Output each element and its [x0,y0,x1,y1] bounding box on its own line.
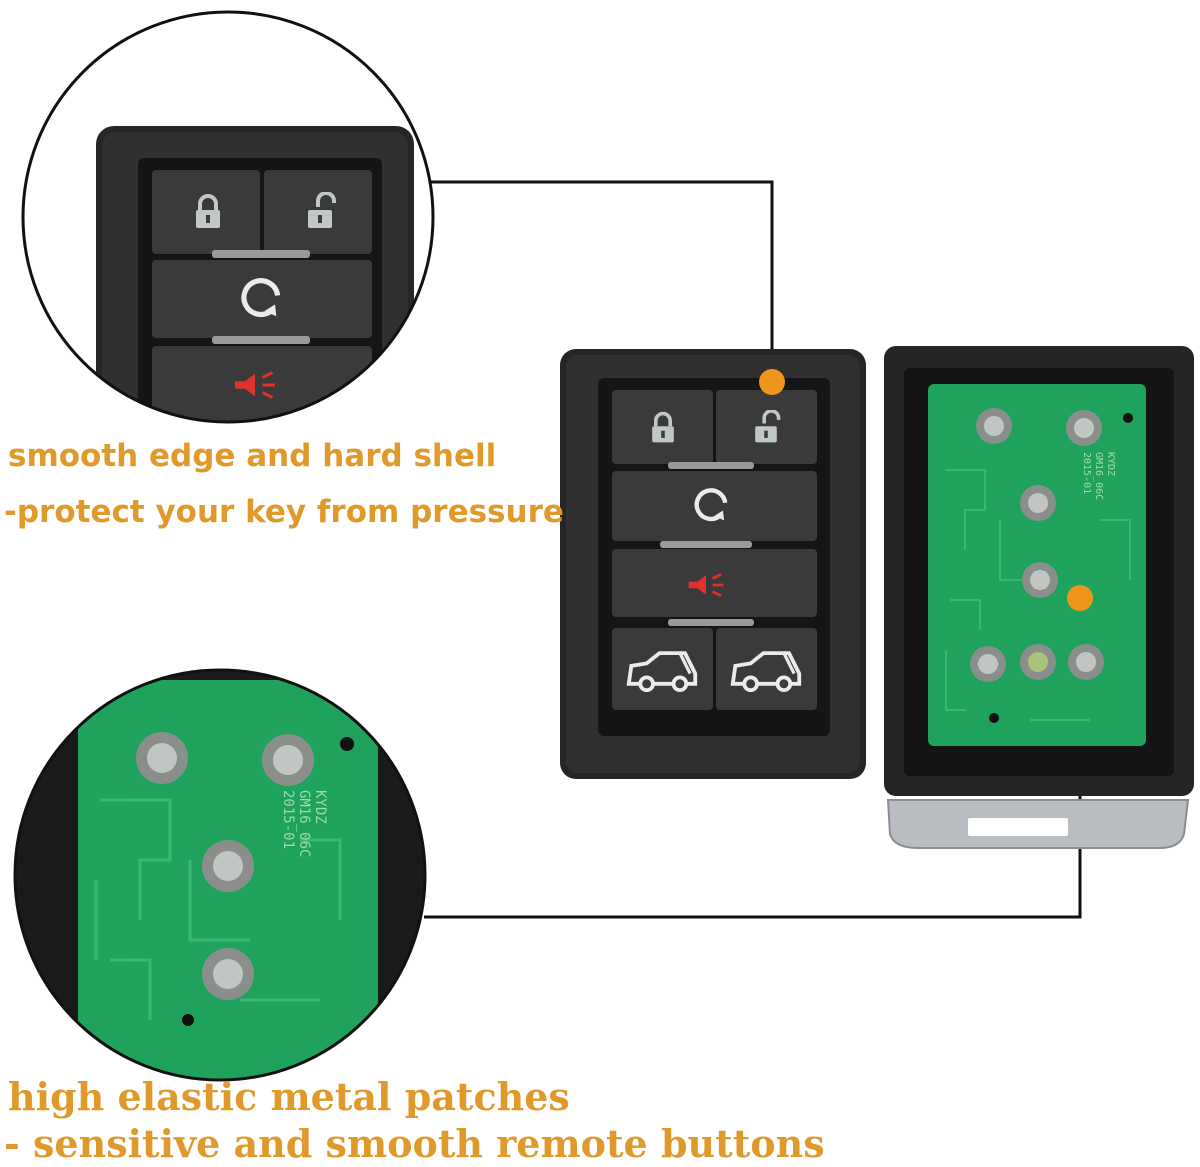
remote-fob-front [560,349,866,779]
pcb-contact [1022,562,1058,598]
rear-hatch-button [716,628,817,710]
patch-caption-subtitle: - sensitive and smooth remote buttons [4,1121,825,1166]
zoom-circle-shell [21,10,435,424]
pcb-contact [1020,485,1056,521]
zoom-pcb-marking-line3: 2015-01 [280,790,296,849]
remote-fob-open: KYDZ GM16_06C 2015-01 [884,346,1194,849]
pcb-contact [1020,644,1056,680]
callout-line-shell [420,180,774,382]
pcb-contact [976,408,1012,444]
pcb-marking-line1: KYDZ [1105,452,1116,476]
lock-button [612,390,713,464]
shell-caption-title: smooth edge and hard shell [8,438,497,474]
shell-caption-subtitle: -protect your key from pressure [4,494,564,530]
remote-start-button [612,471,817,541]
callout-dot-shell [759,369,785,395]
zoom-circle-pcb: KYDZ GM16_06C 2015-01 [13,668,427,1082]
callout-dot-pcb [1067,585,1093,611]
patch-caption-title: high elastic metal patches [8,1074,570,1119]
pcb-contact [1068,644,1104,680]
pcb-contact [1066,410,1102,446]
liftgate-button [612,628,713,710]
zoom-pcb-marking-line2: GM16_06C [296,790,312,857]
panic-button [612,549,817,617]
zoom-pcb-marking-line1: KYDZ [312,790,328,824]
unlock-button [716,390,817,464]
pcb-marking-line3: 2015-01 [1081,452,1092,494]
pcb-contact [970,646,1006,682]
pcb-marking-line2: GM16_06C [1093,452,1104,500]
